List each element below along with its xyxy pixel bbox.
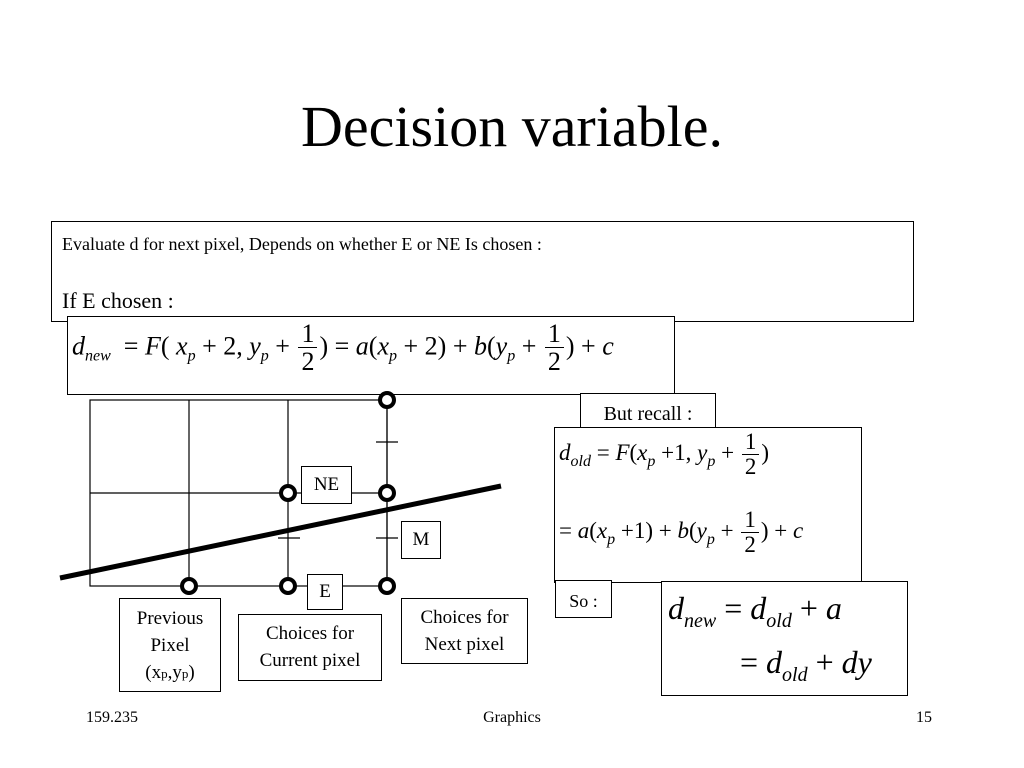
eq-denominator: 2	[301, 347, 315, 376]
label-part: ,y	[167, 662, 182, 683]
pixel-circle-ne	[279, 484, 297, 502]
footer-page-number: 15	[916, 709, 932, 726]
eq-subscript: p	[707, 452, 716, 470]
equation-final: dnew = dold + a = dold + dy	[661, 581, 908, 696]
eq-symbol: F	[615, 439, 630, 465]
eq-symbol: x	[596, 517, 608, 543]
equation-final-row1: dnew = dold + a	[668, 590, 842, 632]
label-line: (xp,yp)	[120, 659, 220, 687]
eq-symbol: b	[474, 331, 487, 361]
equation-final-row2: = dold + dy	[740, 644, 872, 686]
eq-symbol: d	[668, 590, 684, 626]
so-label: So :	[555, 580, 612, 618]
eq-symbol: x	[377, 331, 389, 361]
eq-subscript: p	[187, 347, 196, 365]
eq-symbol: a	[825, 590, 842, 626]
intro-box: Evaluate d for next pixel, Depends on wh…	[51, 221, 914, 322]
eq-symbol: x	[637, 439, 648, 465]
label-line: Pixel	[150, 635, 190, 656]
eq-subscript: old	[766, 610, 792, 632]
label-line: Choices for	[420, 607, 509, 628]
eq-numerator: 1	[544, 321, 564, 348]
slide-title: Decision variable.	[301, 94, 723, 159]
eq-number: 2	[424, 331, 438, 361]
eq-symbol: y	[696, 517, 707, 543]
eq-denominator: 2	[744, 532, 756, 557]
label-part: p	[161, 666, 168, 681]
label-e: E	[307, 574, 343, 610]
eq-symbol: d	[766, 644, 783, 680]
label-next-pixel: Choices for Next pixel	[401, 598, 528, 664]
eq-denominator: 2	[744, 454, 757, 479]
eq-symbol: y	[697, 439, 708, 465]
label-line: Choices for	[265, 623, 355, 644]
label-part: (x	[145, 662, 162, 683]
pixel-circle-e	[279, 577, 297, 595]
eq-sign: =	[123, 331, 139, 361]
eq-symbol: b	[677, 517, 690, 543]
eq-symbol: c	[793, 517, 804, 543]
label-previous-pixel: Previous Pixel (xp,yp)	[119, 598, 221, 692]
footer-course-code: 159.235	[86, 709, 138, 726]
condition-text: If E chosen :	[62, 288, 174, 313]
eq-number: 2	[223, 331, 237, 361]
pixel-circle	[378, 484, 396, 502]
label-line: Current pixel	[259, 650, 361, 671]
eq-numerator: 1	[741, 430, 760, 455]
eq-numerator: 1	[298, 321, 318, 348]
label-current-pixel: Choices for Current pixel	[238, 614, 382, 681]
eq-subscript: p	[706, 530, 715, 548]
eq-number: 1	[633, 517, 646, 543]
eq-symbol: a	[577, 517, 590, 543]
eq-symbol: a	[355, 331, 369, 361]
eq-subscript: p	[607, 530, 616, 548]
label-line: Next pixel	[424, 634, 505, 655]
eq-symbol: y	[495, 331, 508, 361]
label-part: p	[181, 666, 189, 681]
label-ne: NE	[301, 466, 352, 504]
eq-number: 1	[674, 439, 686, 465]
eq-symbol: y	[249, 331, 261, 361]
pixel-circle-previous	[180, 577, 198, 595]
eq-denominator: 2	[547, 347, 561, 376]
eq-symbol: d	[72, 331, 85, 361]
eq-subscript: old	[570, 452, 591, 470]
label-m: M	[401, 521, 441, 559]
eq-symbol: dy	[841, 644, 872, 680]
eq-subscript: new	[684, 610, 717, 632]
pixel-circle	[378, 391, 396, 409]
line-segment	[59, 483, 502, 581]
eq-symbol: c	[602, 331, 614, 361]
eq-subscript: old	[782, 664, 808, 686]
eq-numerator: 1	[741, 508, 759, 533]
label-part: )	[188, 662, 195, 683]
eq-subscript: new	[85, 347, 111, 365]
eq-symbol: x	[176, 331, 188, 361]
eq-symbol: d	[559, 439, 571, 465]
footer-subject: Graphics	[483, 709, 541, 726]
label-line: Previous	[136, 608, 204, 629]
eq-subscript: p	[507, 347, 516, 365]
eq-subscript: p	[260, 347, 269, 365]
intro-text: Evaluate d for next pixel, Depends on wh…	[62, 234, 542, 254]
pixel-circle	[378, 577, 396, 595]
eq-symbol: F	[144, 331, 161, 361]
eq-symbol: d	[750, 590, 767, 626]
eq-subscript: p	[389, 347, 397, 365]
eq-subscript: p	[647, 452, 656, 470]
